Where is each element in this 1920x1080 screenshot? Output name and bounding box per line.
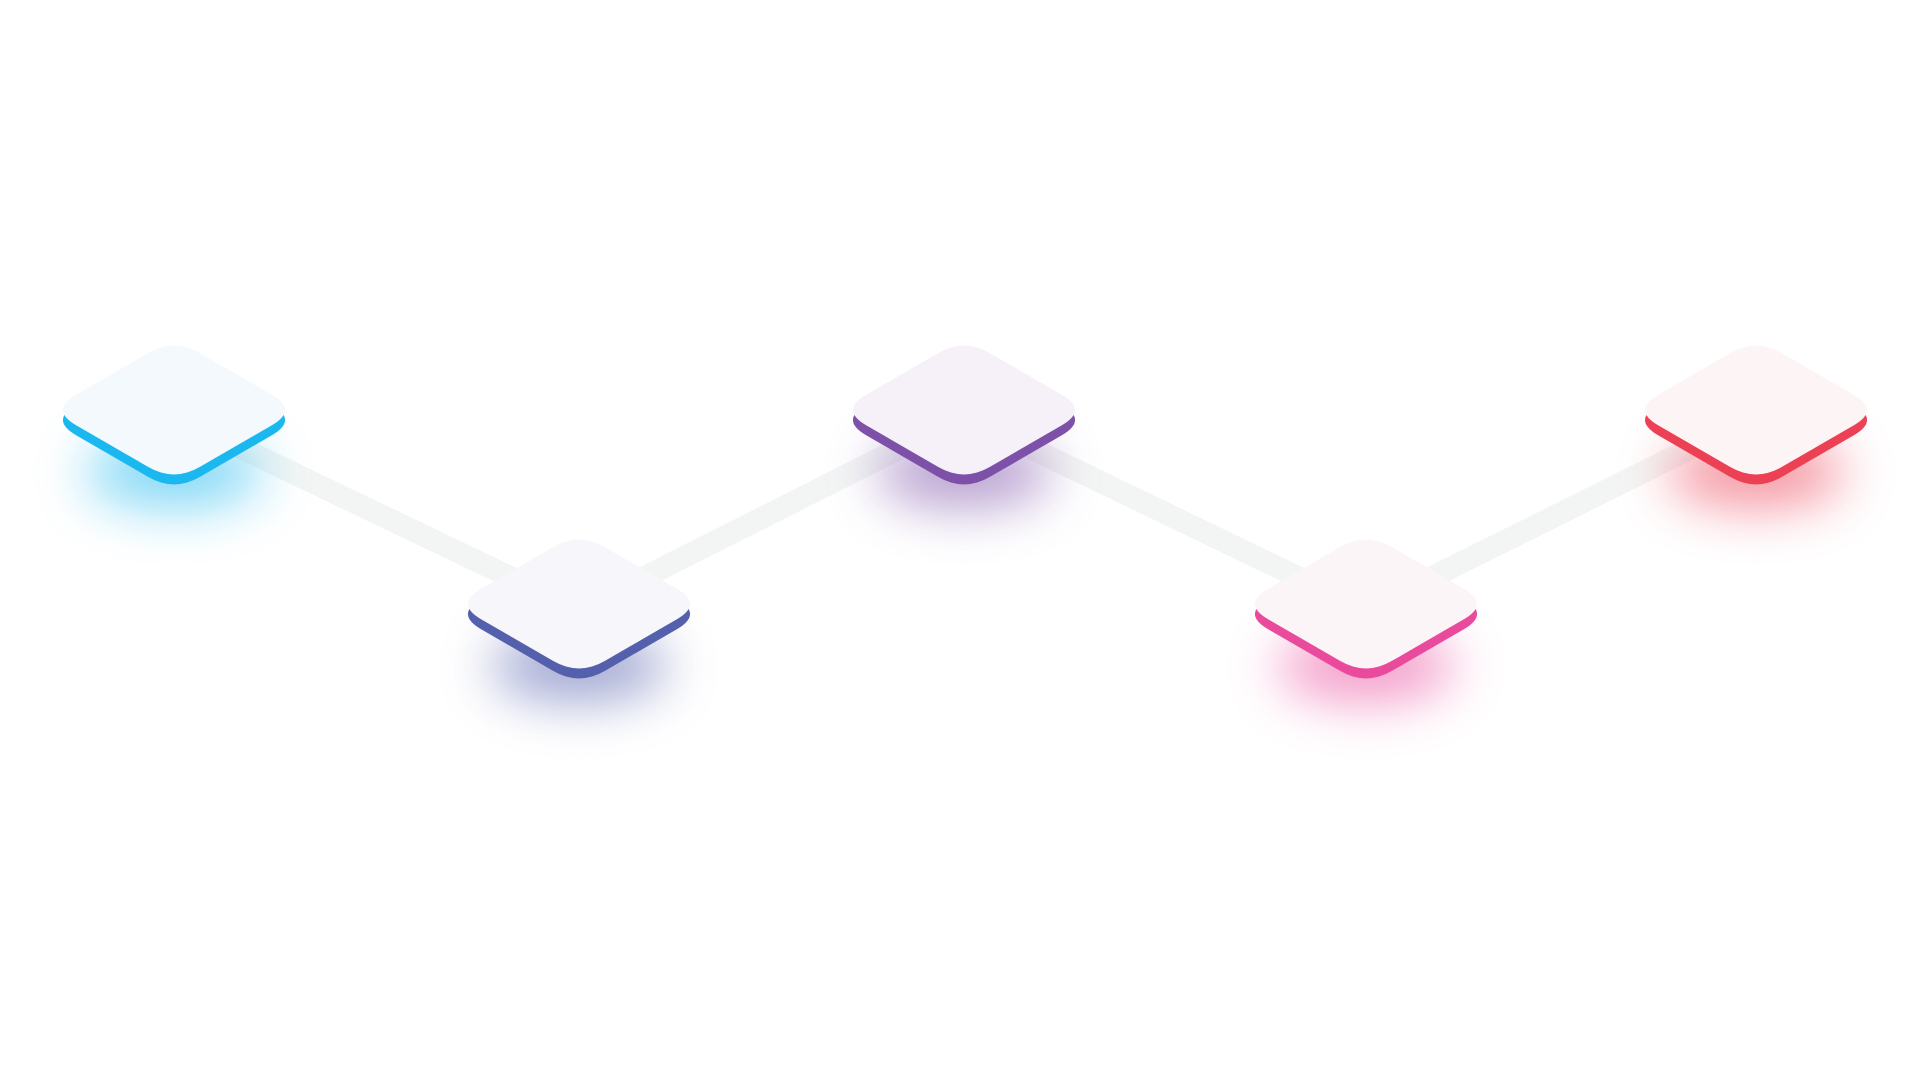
node-3-face [852, 345, 1076, 475]
node-1-face [62, 345, 286, 475]
node-4-face [1254, 539, 1478, 669]
node-1-tile [62, 345, 286, 485]
tile-layer [62, 345, 1868, 679]
node-4-tile [1254, 539, 1478, 679]
node-5-tile [1644, 345, 1868, 485]
node-2-tile [467, 539, 691, 679]
node-2-face [467, 539, 691, 669]
node-5-face [1644, 345, 1868, 475]
node-3-tile [852, 345, 1076, 485]
